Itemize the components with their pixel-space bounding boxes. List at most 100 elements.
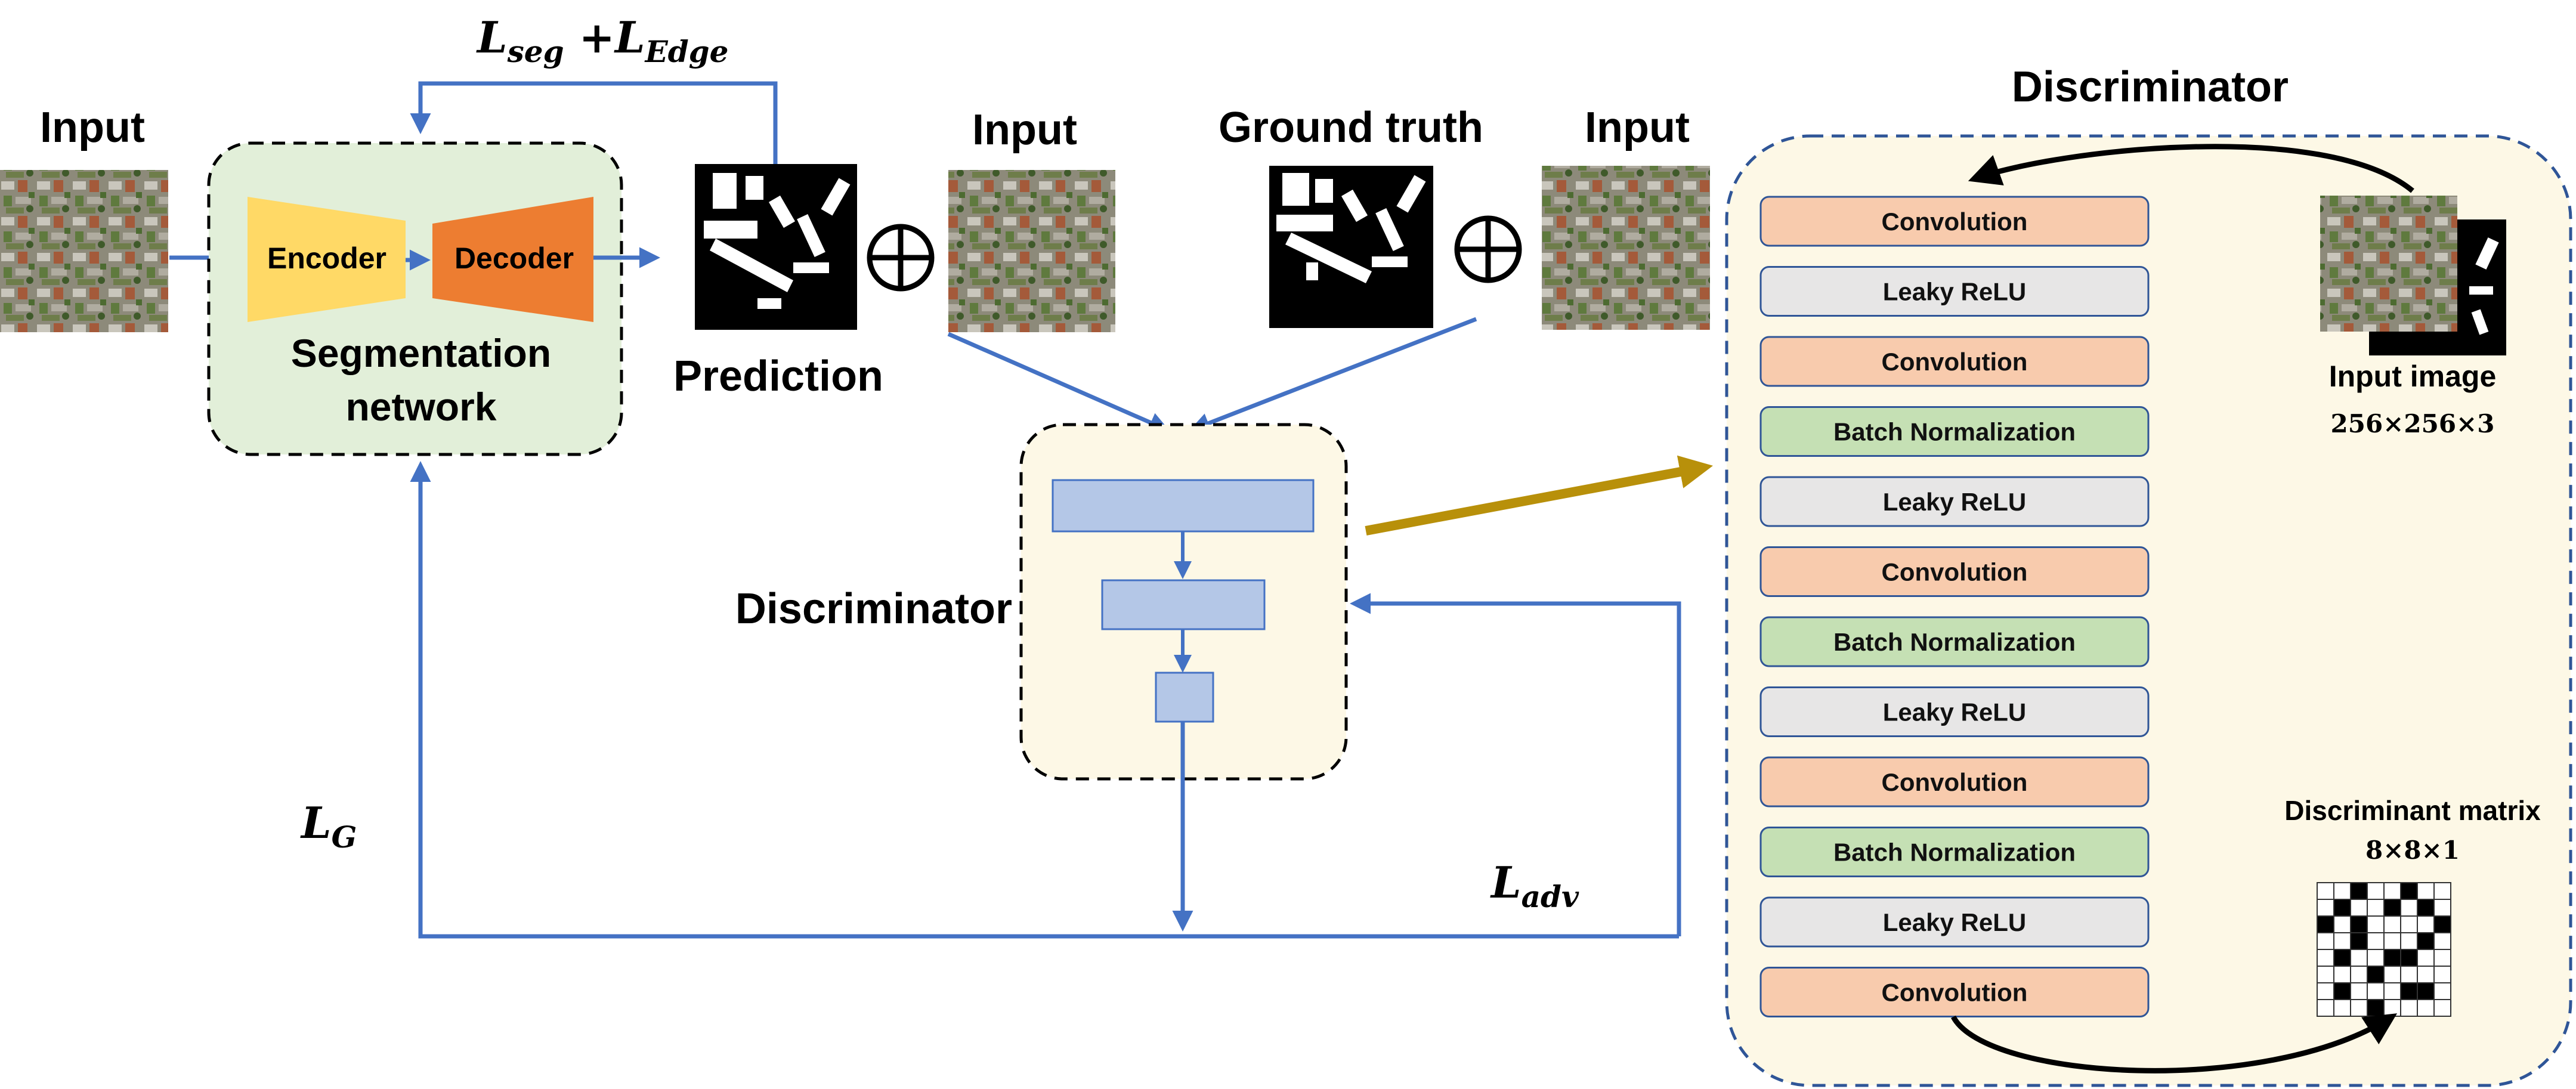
matrix-cell	[2350, 982, 2368, 1000]
matrix-cell	[2417, 949, 2435, 967]
matrix-cell	[2417, 966, 2435, 983]
matrix-cell	[2350, 882, 2368, 900]
layer-box-bn	[1759, 406, 2150, 457]
matrix-cell	[2433, 915, 2451, 933]
layer-box-bn	[1759, 616, 2150, 667]
matrix-cell	[2433, 882, 2451, 900]
layer-label-conv: Convolution	[1882, 979, 2028, 1007]
arrow-last-conv-to-matrix	[1951, 1013, 2398, 1073]
discriminator-small-label: Discriminator	[735, 585, 1012, 633]
arrow-input-to-first-conv	[1968, 144, 2414, 193]
segmentation-network-label-line1: Segmentation	[291, 331, 551, 375]
matrix-cell	[2417, 982, 2435, 1000]
layer-label-conv: Convolution	[1882, 208, 2028, 236]
seg-edge-loss-feedback-line	[410, 81, 778, 164]
matrix-cell	[2400, 966, 2418, 983]
input-image-dimension: 256×256×3	[2331, 409, 2495, 438]
matrix-cell	[2400, 949, 2418, 967]
matrix-cell	[2383, 949, 2401, 967]
matrix-cell	[2433, 949, 2451, 967]
matrix-cell	[2433, 932, 2451, 950]
discriminator-block-3	[1155, 672, 1214, 723]
layer-box-relu	[1759, 266, 2150, 317]
matrix-cell	[2417, 932, 2435, 950]
matrix-cell	[2367, 999, 2385, 1017]
input-label-ground-truth: Input	[1585, 104, 1690, 151]
matrix-cell	[2400, 915, 2418, 933]
layer-label-conv: Convolution	[1882, 768, 2028, 796]
matrix-cell	[2383, 915, 2401, 933]
arrow-groundtruth-pair-to-discriminator	[1189, 317, 1477, 434]
matrix-cell	[2433, 966, 2451, 983]
arrow-to-discriminator-detail	[1365, 455, 1714, 536]
matrix-cell	[2317, 966, 2334, 983]
matrix-cell	[2317, 982, 2334, 1000]
layer-box-conv	[1759, 336, 2150, 387]
matrix-cell	[2333, 882, 2351, 900]
matrix-cell	[2383, 899, 2401, 917]
matrix-cell	[2417, 999, 2435, 1017]
layer-box-relu	[1759, 896, 2150, 948]
matrix-cell	[2317, 999, 2334, 1017]
input-image-label: Input image	[2329, 360, 2497, 393]
segmentation-network-label-line2: network	[345, 385, 496, 429]
matrix-cell	[2367, 949, 2385, 967]
generator-loss-feedback-line	[410, 461, 1679, 939]
ground-truth-label: Ground truth	[1219, 104, 1483, 151]
matrix-cell	[2317, 932, 2334, 950]
matrix-cell	[2433, 982, 2451, 1000]
discriminant-matrix-dimension: 8×8×1	[2365, 836, 2460, 865]
layer-label-conv: Convolution	[1882, 558, 2028, 586]
input-aerial-image-prediction	[948, 170, 1115, 332]
matrix-cell	[2333, 999, 2351, 1017]
layer-box-relu	[1759, 476, 2150, 527]
prediction-mask-image	[695, 164, 857, 330]
layer-label-relu: Leaky ReLU	[1883, 908, 2026, 936]
encoder-block	[248, 197, 406, 322]
encoder-label: Encoder	[267, 242, 386, 275]
matrix-cell	[2383, 932, 2401, 950]
layer-box-conv	[1759, 196, 2150, 247]
matrix-cell	[2367, 915, 2385, 933]
layer-label-relu: Leaky ReLU	[1883, 488, 2026, 516]
matrix-cell	[2350, 915, 2368, 933]
layer-box-conv	[1759, 546, 2150, 597]
matrix-cell	[2383, 999, 2401, 1017]
decoder-block	[432, 197, 593, 322]
matrix-cell	[2367, 882, 2385, 900]
layer-label-bn: Batch Normalization	[1833, 839, 2076, 867]
matrix-cell	[2350, 932, 2368, 950]
input-aerial-image-ground-truth	[1542, 166, 1710, 330]
matrix-cell	[2383, 882, 2401, 900]
adversarial-loss-label: Ladv	[1490, 857, 1579, 914]
matrix-cell	[2433, 999, 2451, 1017]
ground-truth-mask-image	[1269, 166, 1433, 328]
matrix-cell	[2350, 966, 2368, 983]
prediction-label: Prediction	[673, 352, 883, 400]
matrix-cell	[2317, 915, 2334, 933]
layer-box-relu	[1759, 686, 2150, 737]
matrix-cell	[2333, 915, 2351, 933]
discriminator-input-image-stack	[2320, 196, 2506, 355]
matrix-cell	[2383, 966, 2401, 983]
matrix-cell	[2367, 932, 2385, 950]
matrix-cell	[2400, 882, 2418, 900]
arrow-prediction-pair-to-discriminator	[947, 332, 1170, 432]
discriminator-block-2	[1101, 579, 1266, 630]
discriminator-block-1	[1052, 479, 1315, 533]
discriminant-matrix-label: Discriminant matrix	[2284, 795, 2541, 826]
adversarial-loss-feedback-line	[1350, 593, 1681, 936]
matrix-cell	[2317, 949, 2334, 967]
matrix-cell	[2417, 882, 2435, 900]
layer-label-bn: Batch Normalization	[1833, 418, 2076, 446]
discriminant-matrix-grid	[2317, 882, 2451, 1017]
matrix-cell	[2367, 899, 2385, 917]
seg-edge-loss-label: Lseg +LEdge	[476, 12, 728, 69]
input-label-left: Input	[40, 104, 145, 151]
matrix-cell	[2400, 932, 2418, 950]
matrix-cell	[2367, 966, 2385, 983]
concat-symbol-2	[1454, 215, 1522, 283]
decoder-label: Decoder	[454, 242, 574, 275]
layer-label-bn: Batch Normalization	[1833, 628, 2076, 656]
